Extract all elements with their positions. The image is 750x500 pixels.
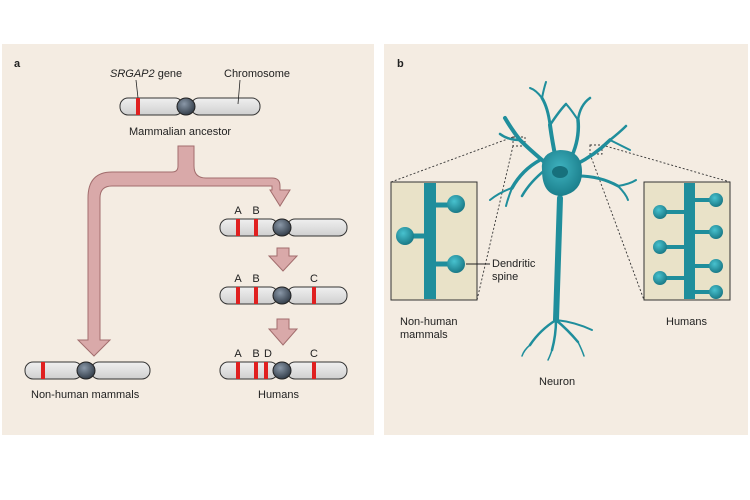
nonhuman-label-b2: mammals [400, 329, 448, 341]
ancestor-label: Mammalian ancestor [129, 126, 232, 138]
gene-copy-label: C [310, 273, 318, 285]
gene-copy-label: B [252, 205, 260, 217]
gene-label: SRGAP2 gene [110, 68, 182, 81]
panel-b-label: b [397, 58, 404, 70]
neuron [489, 81, 637, 361]
gene-copy-label: C [310, 348, 318, 360]
neuron-label: Neuron [539, 376, 576, 388]
humans-label-b: Humans [666, 316, 707, 328]
panel-a-label: a [14, 58, 21, 70]
inset-nonhuman [390, 181, 490, 301]
arrow-down-1 [267, 247, 299, 272]
gene-suffix: gene [154, 68, 183, 80]
nonhuman-label: Non-human mammals [31, 389, 140, 401]
humans-label-a: Humans [258, 389, 299, 401]
gene-copy-label: D [264, 348, 272, 360]
gene-copy-label: A [234, 205, 242, 217]
chromosome-humans [219, 361, 348, 380]
gene-copy-label: A [234, 348, 242, 360]
gene-copy-label: A [234, 273, 242, 285]
gene-copy-label: B [252, 348, 260, 360]
chromosome-label: Chromosome [224, 68, 291, 80]
inset-humans [643, 181, 731, 301]
spine-label-line2: spine [492, 271, 519, 283]
arrow-down-2 [267, 318, 299, 346]
chromosome-step2 [219, 286, 348, 305]
neuron-soma [541, 150, 582, 196]
spine-label-line1: Dendritic [492, 258, 536, 270]
gene-copy-label: B [252, 273, 260, 285]
arrow-split [76, 145, 291, 357]
chromosome-ancestor [119, 79, 261, 116]
chromosome-nonhuman [24, 361, 151, 380]
gene-name: SRGAP2 [110, 68, 155, 80]
nonhuman-label-b1: Non-human [400, 316, 458, 328]
chromosome-step1 [219, 218, 348, 237]
